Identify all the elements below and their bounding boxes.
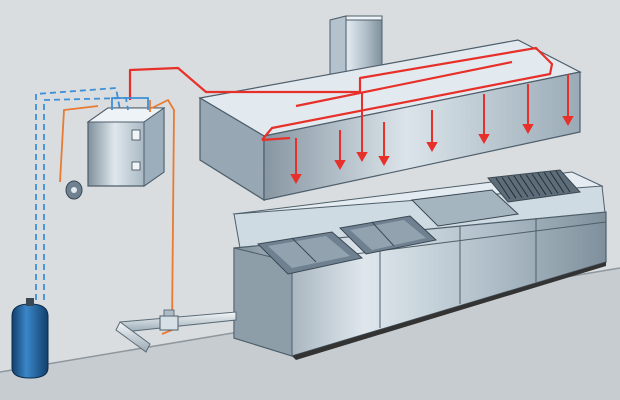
gas-shutoff-valve [159,309,179,331]
grill-bar [549,171,565,193]
deep-fat-fryer-1 [256,231,364,275]
actuation-line [35,87,149,300]
nozzle-arrow-7 [562,116,574,127]
grill-bar [543,172,559,194]
detection-line [59,98,175,335]
nozzle-arrow-3 [378,156,390,167]
nozzle-arrow-2 [334,160,346,171]
nozzle-arrow-1 [290,174,302,185]
charbroiler [487,169,582,203]
grill-bar [537,172,553,195]
nozzle-arrow-8 [356,152,368,163]
control-panel [86,107,166,187]
nozzle-arrow-4 [426,142,438,153]
grill-bar [525,174,541,196]
exhaust-hood [198,39,582,202]
grill-bar [531,173,547,196]
grill-bar [495,177,511,200]
nozzle-arrow-5 [478,134,490,145]
grill-bar [507,176,523,198]
nozzle-arrow-6 [522,124,534,135]
agent-distribution-piping [128,46,554,142]
agent-cylinder [11,298,49,379]
nozzle-drops [290,74,574,185]
deep-fat-fryer-2 [338,215,438,255]
grill-bar [555,170,571,193]
grill-bar [519,174,535,197]
grill-bar [501,177,517,199]
grill-bar [513,175,529,198]
pull-station [65,180,83,200]
griddle [410,189,520,227]
